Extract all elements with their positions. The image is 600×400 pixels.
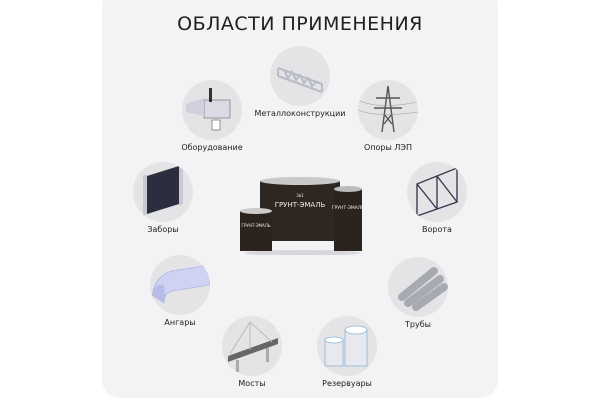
product-image: ГРУНТ-ЭМАЛЬ ГРУНТ-ЭМАЛЬ ГРУНТ-ЭМАЛЬ 3в1 xyxy=(240,175,365,256)
equipment-icon xyxy=(186,88,231,131)
item-hangars: Ангары xyxy=(120,255,240,327)
item-label: Ангары xyxy=(164,318,196,327)
gate-icon xyxy=(416,166,458,217)
item-fences: Заборы xyxy=(103,162,223,234)
tanks-icon xyxy=(324,325,368,367)
truss-icon xyxy=(277,67,323,93)
item-metal-structures: Металлоконструкции xyxy=(240,46,360,118)
power-tower-icon xyxy=(358,85,418,133)
item-tanks: Резервуары xyxy=(287,316,407,388)
item-label: Заборы xyxy=(147,225,179,234)
item-label: Трубы xyxy=(405,320,431,329)
hangar-icon xyxy=(151,264,210,304)
item-label: Металлоконструкции xyxy=(254,109,346,118)
item-bridges: Мосты xyxy=(192,316,312,388)
can-badge: 3в1 xyxy=(296,193,304,198)
item-label: Мосты xyxy=(238,379,266,388)
can-label: ГРУНТ-ЭМАЛЬ xyxy=(332,205,365,211)
item-gates: Ворота xyxy=(377,162,497,234)
pipes-icon xyxy=(398,267,448,311)
item-pipes: Трубы xyxy=(358,257,478,329)
item-label: Резервуары xyxy=(322,379,372,388)
item-label: Опоры ЛЭП xyxy=(364,143,412,152)
item-equipment: Оборудование xyxy=(152,80,272,152)
can-label: ГРУНТ-ЭМАЛЬ xyxy=(242,223,271,228)
page-title: ОБЛАСТИ ПРИМЕНЕНИЯ xyxy=(177,13,423,35)
can-label: ГРУНТ-ЭМАЛЬ xyxy=(275,201,326,209)
item-label: Ворота xyxy=(422,225,452,234)
bridge-icon xyxy=(228,321,278,372)
item-label: Оборудование xyxy=(181,143,243,152)
fence-icon xyxy=(143,164,183,216)
item-power-lines: Опоры ЛЭП xyxy=(328,80,448,152)
